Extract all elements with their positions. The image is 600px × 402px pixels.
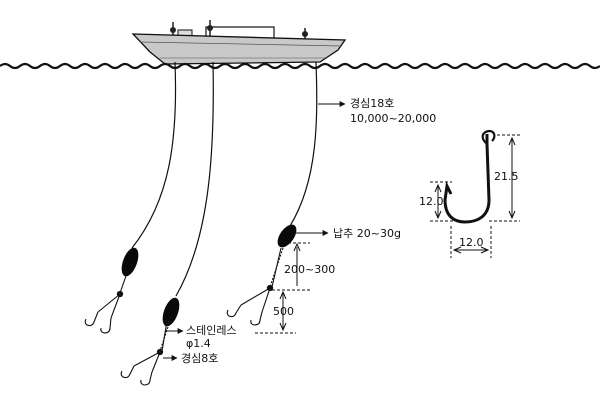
hook-width-label: 12.0 — [459, 236, 484, 249]
main-lines — [131, 61, 318, 297]
water-surface — [0, 62, 600, 70]
callout-wire — [165, 320, 184, 334]
hook-detail — [430, 129, 520, 258]
dimension-branch — [272, 242, 310, 291]
hook-gap-label: 12.0 — [419, 195, 444, 208]
sinkers — [121, 224, 297, 327]
rig-left — [84, 275, 127, 334]
hook-line-label: 경심8호 — [181, 352, 219, 365]
main-line-name-label: 경심18호 — [350, 97, 395, 110]
leader-length-label: 500 — [273, 305, 294, 318]
rig-right — [226, 247, 284, 326]
hook-height-label: 21.5 — [494, 170, 519, 183]
boat — [131, 20, 347, 65]
dimension-leader — [255, 290, 296, 334]
sinker-label: 납추 20~30g — [333, 227, 401, 240]
wire-name-label: 스테인레스 — [186, 324, 237, 337]
rig-middle — [120, 326, 169, 386]
wire-diameter-label: φ1.4 — [186, 337, 211, 350]
branch-length-label: 200~300 — [284, 263, 336, 276]
boat-hull — [131, 33, 347, 65]
main-line-strength-label: 10,000~20,000 — [350, 112, 437, 125]
